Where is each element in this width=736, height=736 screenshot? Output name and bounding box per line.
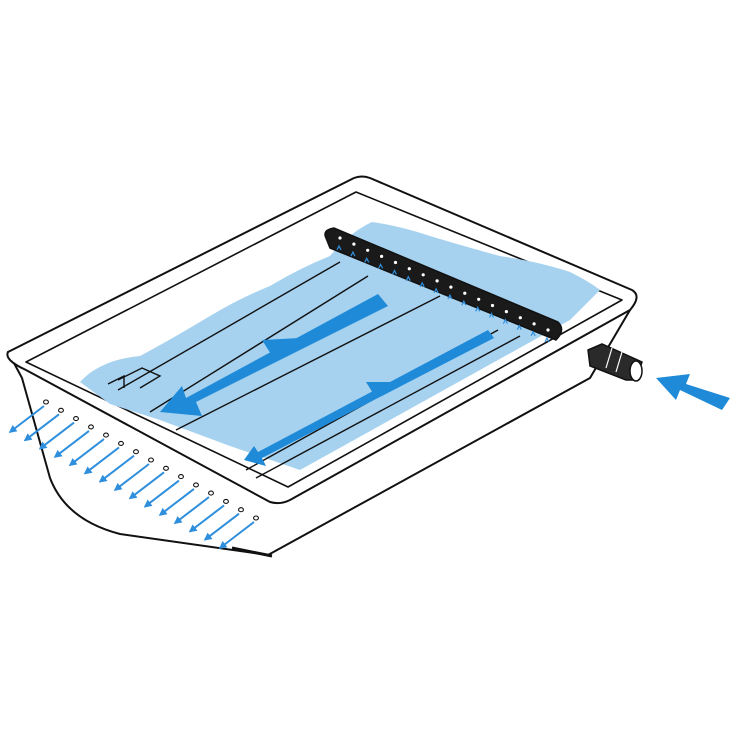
- inlet-ring-2: [615, 351, 623, 373]
- spray-hole: [421, 273, 425, 277]
- tray-clip: [107, 367, 162, 389]
- drain-arrow-icon: [83, 446, 120, 475]
- spray-jet: [544, 336, 550, 343]
- floor-line-5: [255, 335, 521, 479]
- drain-hole: [133, 449, 139, 455]
- inlet-connector: [587, 343, 643, 382]
- spray-jet: [502, 318, 508, 324]
- spray-hole: [449, 285, 453, 289]
- flow-arrow-main-head: [262, 338, 300, 362]
- drain-arrow-icon: [173, 496, 210, 525]
- spray-hole: [380, 254, 384, 258]
- drain-hole: [73, 416, 79, 422]
- spray-jet: [433, 287, 439, 294]
- drain-hole: [238, 507, 244, 513]
- spray-jet: [530, 330, 536, 337]
- inlet-opening: [629, 360, 643, 382]
- drain-hole: [193, 482, 199, 488]
- spray-jet: [461, 299, 467, 306]
- spray-hole: [393, 260, 398, 265]
- inlet-arrow-icon: [656, 374, 730, 410]
- drain-arrow-icon: [98, 454, 135, 483]
- spray-hole: [518, 316, 522, 320]
- drain-hole: [253, 515, 259, 521]
- spray-jet: [391, 269, 398, 275]
- spray-jet: [447, 293, 453, 300]
- spray-jet: [516, 324, 522, 330]
- drain-arrow-icon: [38, 421, 75, 450]
- drain-arrow-icon: [188, 504, 225, 533]
- spray-pipe: [324, 227, 563, 343]
- spray-jet: [419, 281, 425, 288]
- drain-arrow-icon: [203, 512, 240, 541]
- drain-arrow-icon: [143, 479, 180, 508]
- drain-arrow-icon: [53, 430, 90, 458]
- spray-hole: [435, 279, 439, 283]
- floor-line-3: [175, 295, 441, 431]
- spray-holes: [338, 236, 550, 332]
- spray-jet: [364, 256, 370, 263]
- flow-arrows: [160, 294, 494, 466]
- spray-jet: [405, 275, 411, 281]
- spray-hole: [532, 322, 536, 326]
- flow-arrow-secondary: [244, 330, 494, 466]
- spray-hole: [504, 310, 508, 314]
- spray-jet: [488, 312, 495, 318]
- spray-pipe-body: [324, 227, 563, 341]
- drain-hole: [88, 424, 94, 430]
- spray-hole: [477, 297, 481, 301]
- drain-hole: [118, 440, 124, 446]
- drain-hole: [148, 457, 154, 463]
- spray-hole: [490, 303, 495, 308]
- drain-arrow-icon: [218, 521, 255, 549]
- spray-hole: [407, 267, 411, 271]
- drain-hole: [208, 490, 214, 496]
- drain-arrow-icon: [8, 405, 45, 433]
- drain-hole: [178, 474, 184, 480]
- drain-hole: [58, 407, 64, 413]
- spray-jets: [336, 244, 550, 343]
- tray-foot: [231, 546, 273, 558]
- spray-jet: [350, 250, 356, 257]
- spray-jet: [378, 263, 384, 269]
- drain-hole: [103, 432, 109, 438]
- drain-arrow-icon: [113, 463, 150, 491]
- spray-hole: [338, 236, 342, 240]
- floor-line-2: [149, 275, 369, 413]
- drain-arrow-icon: [158, 488, 195, 516]
- inlet-ring-1: [605, 347, 613, 369]
- spray-hole: [352, 242, 356, 246]
- drain-hole: [223, 498, 229, 504]
- drain-holes: [43, 399, 259, 521]
- spray-hole: [366, 248, 370, 252]
- spray-hole: [546, 328, 550, 332]
- spray-jet: [336, 244, 342, 251]
- spray-hole: [463, 291, 467, 295]
- drain-arrow-icon: [23, 413, 60, 442]
- drain-hole: [163, 465, 169, 471]
- flow-arrow-secondary-head: [366, 382, 392, 398]
- floor-line-1: [117, 261, 341, 391]
- drain-arrow-icon: [128, 471, 165, 500]
- drain-arrow-icon: [68, 438, 105, 467]
- drain-hole: [43, 399, 49, 405]
- drain-arrows: [8, 405, 255, 549]
- spray-jet: [475, 305, 481, 312]
